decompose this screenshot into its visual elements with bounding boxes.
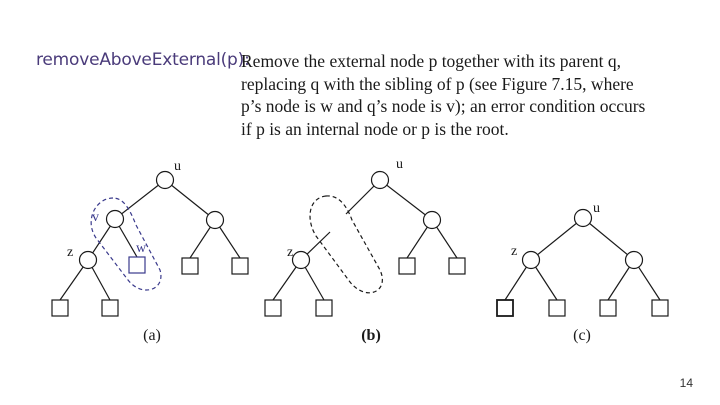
panel-a-node-z: [78, 250, 98, 270]
panel-b-leaf-3: [398, 257, 416, 275]
panel-c-node-u: [573, 208, 593, 228]
panel-b-label-u: u: [396, 157, 403, 172]
panel-b-tree: [264, 170, 466, 317]
panel-c-caption: (c): [573, 327, 591, 344]
panel-a-label-u: u: [174, 159, 181, 174]
description-line-3: p’s node is w and q’s node is v); an err…: [241, 96, 646, 116]
panel-a-leaf-1: [51, 299, 69, 317]
description-line-2: replacing q with the sibling of p (see F…: [241, 73, 634, 94]
panel-a-node-u: [155, 170, 175, 190]
panel-a-leaf-4: [231, 257, 249, 275]
panel-a-leaf-3: [181, 257, 199, 275]
method-signature: removeAboveExternal(p):: [36, 50, 250, 70]
panel-a-node-v: [105, 209, 125, 229]
panel-b-leaf-1: [264, 299, 282, 317]
panel-c-leaf-4: [651, 299, 669, 317]
method-description: Remove the external node p together with…: [241, 50, 691, 140]
panel-c-tree: [496, 208, 669, 317]
panel-c-label-u: u: [593, 201, 600, 216]
panel-b-node-u: [370, 170, 390, 190]
panel-b-label-z: z: [287, 245, 293, 260]
panel-c-label-z: z: [511, 244, 517, 259]
panel-b-node-right: [422, 210, 442, 230]
page-number: 14: [679, 376, 693, 390]
panel-c-leaf-1: [496, 299, 514, 317]
panel-a-node-right: [205, 210, 225, 230]
description-line-1: Remove the external node p together with…: [241, 51, 622, 71]
panel-c-leaf-3: [599, 299, 617, 317]
panel-a-label-v: v: [92, 210, 99, 225]
panel-a-label-w: w: [136, 241, 147, 256]
panel-b-leaf-2: [315, 299, 333, 317]
panel-c-node-right: [624, 250, 644, 270]
panel-b-caption: (b): [361, 327, 381, 344]
panel-b-node-z: [291, 250, 311, 270]
panel-a-leaf-w: [128, 256, 146, 274]
panel-a-leaf-2: [101, 299, 119, 317]
panel-a-highlight-loop: [90, 197, 162, 291]
panel-a-caption: (a): [143, 327, 161, 344]
panel-a-label-z: z: [67, 245, 73, 260]
description-line-4: if p is an internal node or p is the roo…: [241, 118, 509, 139]
panel-b-removed-loop: [309, 195, 383, 294]
panel-b-leaf-4: [448, 257, 466, 275]
panel-a-tree: [51, 170, 249, 317]
panel-c-leaf-2: [548, 299, 566, 317]
panel-c-node-z: [521, 250, 541, 270]
